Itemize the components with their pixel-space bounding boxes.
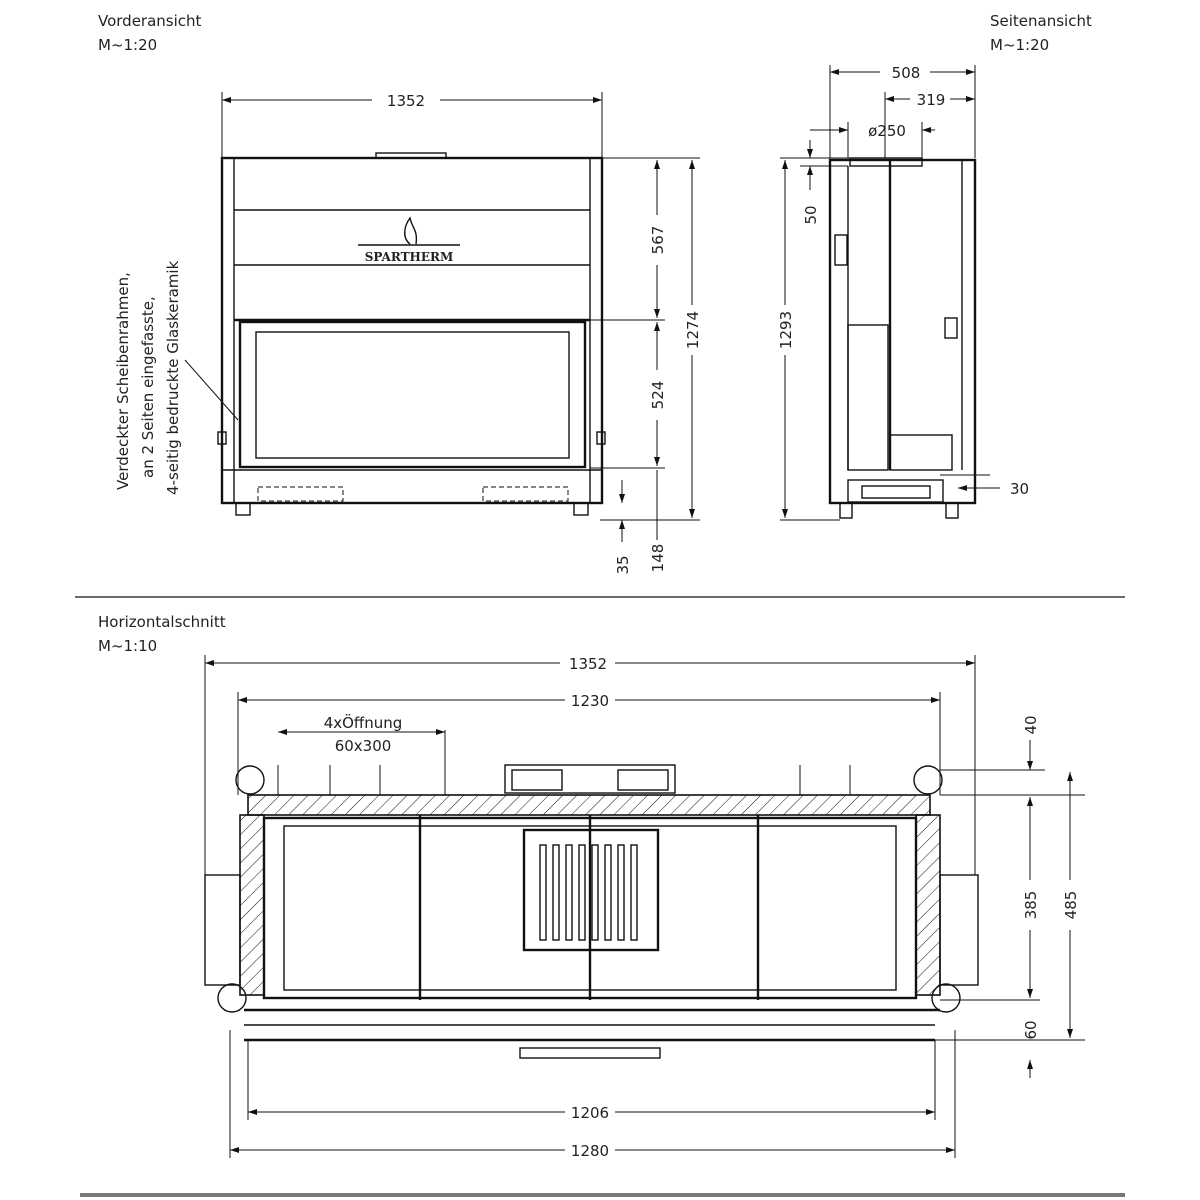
- section-frame-dim: 1280: [571, 1142, 609, 1160]
- section-inner-dim: 1230: [571, 692, 609, 710]
- side-depth-dim: 508: [892, 64, 921, 82]
- front-view-scale: M~1:20: [98, 36, 157, 54]
- section-depth-inner-dim: 385: [1022, 891, 1040, 920]
- section-top-dim: 40: [1022, 715, 1040, 734]
- front-top-dim: 567: [649, 226, 667, 255]
- opening-size: 60x300: [335, 737, 392, 755]
- section-glass-dim: 1206: [571, 1104, 609, 1122]
- front-foot-dim: 35: [614, 555, 632, 574]
- section-view: 1352 1230 4xÖffnung 60x300 40 385 485 60…: [204, 655, 1085, 1160]
- note-line-2: an 2 Seiten eingefasste,: [139, 296, 157, 478]
- side-flue-offset-dim: 50: [802, 205, 820, 224]
- side-rear-dim: 319: [917, 91, 946, 109]
- opening-label: 4xÖffnung: [324, 713, 403, 732]
- front-total-dim: 1274: [684, 311, 702, 349]
- front-base-dim: 148: [649, 544, 667, 573]
- front-view-title: Vorderansicht: [98, 12, 202, 30]
- front-glass-dim: 524: [649, 381, 667, 410]
- front-width-dim: 1352: [387, 92, 425, 110]
- side-bottom-dim: 30: [1010, 480, 1029, 498]
- note-line-1: Verdeckter Scheibenrahmen,: [114, 272, 132, 490]
- spartherm-logo: SPARTHERM: [358, 216, 460, 264]
- note-line-3: 4-seitig bedruckte Glaskeramik: [164, 260, 182, 495]
- front-view: SPARTHERM 1352 567 524 1274 35 148 Verde…: [114, 92, 702, 575]
- side-view-title: Seitenansicht: [990, 12, 1092, 30]
- door-handle: [519, 1047, 661, 1059]
- side-height-dim: 1293: [777, 311, 795, 349]
- brand-logo-text: SPARTHERM: [365, 250, 454, 264]
- side-view: 508 319 ø250 50 1293 30: [777, 64, 1029, 521]
- side-flue-dim: ø250: [868, 122, 906, 140]
- side-view-scale: M~1:20: [990, 36, 1049, 54]
- section-depth-total-dim: 485: [1062, 891, 1080, 920]
- section-view-scale: M~1:10: [98, 637, 157, 655]
- section-view-title: Horizontalschnitt: [98, 613, 226, 631]
- grate: [539, 844, 638, 941]
- section-front-dim: 60: [1022, 1020, 1040, 1039]
- section-outer-dim: 1352: [569, 655, 607, 673]
